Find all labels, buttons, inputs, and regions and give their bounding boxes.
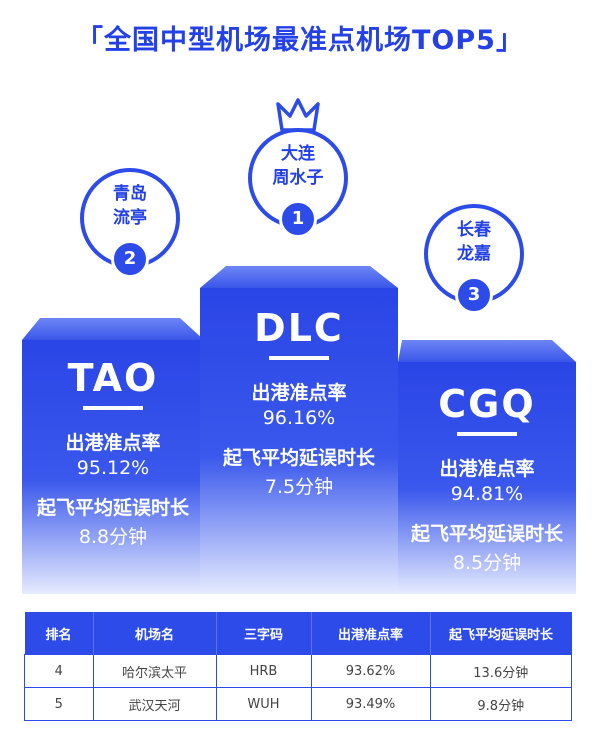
medal-name-line2: 龙嘉 [457, 244, 491, 264]
ontime-label: 出港准点率 [65, 432, 161, 454]
podium: 大连 周水子 1 青岛 流亭 2 长春 龙嘉 3 DLC 出港准点率 96.16… [22, 98, 576, 594]
crown-icon [276, 98, 320, 132]
ontime-value: 96.16% [262, 407, 336, 429]
divider [457, 432, 517, 436]
delay-value: 8.8分钟 [78, 526, 148, 548]
podium-stats-3: CGQ 出港准点率 94.81% 起飞平均延误时长 8.5分钟 [398, 382, 576, 589]
rank-badge: 2 [111, 240, 149, 278]
cell-airport-name: 武汉天河 [92, 687, 217, 721]
airport-code: TAO [67, 356, 159, 400]
cell-delay: 13.6分钟 [429, 654, 572, 688]
podium-top-3 [398, 340, 576, 362]
cell-delay: 9.8分钟 [429, 687, 572, 721]
cell-airport-name: 哈尔滨太平 [92, 654, 217, 688]
delay-label: 起飞平均延误时长 [222, 447, 375, 469]
medal-name-line1: 长春 [457, 220, 491, 240]
ontime-label: 出港准点率 [439, 458, 535, 480]
podium-block-3 [398, 362, 576, 594]
delay-value: 7.5分钟 [264, 476, 334, 498]
page-title: 「全国中型机场最准点机场TOP5」 [76, 25, 524, 56]
cell-code: HRB [215, 654, 312, 688]
ontime-label: 出港准点率 [251, 382, 347, 404]
cell-ontime: 93.62% [310, 654, 431, 688]
rank-badge: 1 [279, 200, 317, 238]
podium-block-1 [200, 288, 398, 594]
podium-top-1 [200, 266, 398, 288]
delay-value: 8.5分钟 [452, 552, 522, 574]
ranking-table: 排名 机场名 三字码 出港准点率 起飞平均延误时长 4 哈尔滨太平 HRB 93… [24, 612, 572, 721]
medal-rank-1: 大连 周水子 1 [248, 128, 348, 238]
cell-code: WUH [215, 687, 312, 721]
header-airport-name: 机场名 [93, 612, 217, 655]
podium-top-2 [22, 318, 204, 340]
cell-rank: 5 [24, 687, 94, 721]
divider [269, 356, 329, 360]
medal-rank-2: 青岛 流亭 2 [80, 168, 180, 278]
cell-rank: 4 [24, 654, 94, 688]
delay-label: 起飞平均延误时长 [410, 523, 563, 545]
medal-name-line2: 流亭 [113, 208, 147, 228]
header-rank: 排名 [24, 612, 94, 655]
table-row: 5 武汉天河 WUH 93.49% 9.8分钟 [24, 687, 572, 721]
medal-name-line1: 大连 [281, 144, 315, 164]
divider [83, 406, 143, 410]
airport-code: DLC [254, 306, 344, 350]
header-code: 三字码 [216, 612, 312, 655]
rank-badge: 3 [455, 276, 493, 314]
podium-stats-1: DLC 出港准点率 96.16% 起飞平均延误时长 7.5分钟 [200, 306, 398, 513]
medal-rank-3: 长春 龙嘉 3 [424, 204, 524, 314]
medal-name-line1: 青岛 [113, 184, 147, 204]
ontime-value: 95.12% [76, 457, 150, 479]
podium-block-2 [22, 340, 204, 594]
ontime-value: 94.81% [450, 483, 524, 505]
cell-ontime: 93.49% [310, 687, 431, 721]
delay-label: 起飞平均延误时长 [36, 497, 189, 519]
table-header-row: 排名 机场名 三字码 出港准点率 起飞平均延误时长 [24, 612, 572, 655]
table-row: 4 哈尔滨太平 HRB 93.62% 13.6分钟 [24, 654, 572, 688]
podium-stats-2: TAO 出港准点率 95.12% 起飞平均延误时长 8.8分钟 [22, 356, 204, 563]
airport-code: CGQ [438, 382, 536, 426]
header-ontime: 出港准点率 [311, 612, 431, 655]
podium-shapes [22, 98, 576, 594]
medal-name-line2: 周水子 [272, 168, 324, 188]
header-delay: 起飞平均延误时长 [430, 612, 572, 655]
